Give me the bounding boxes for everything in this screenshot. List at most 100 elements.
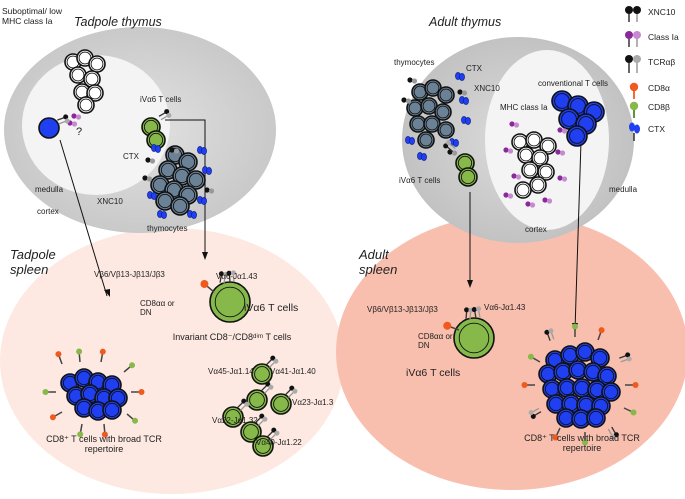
adult-ivalpha6-big-label: iVα6 T cells xyxy=(406,367,461,379)
invariant-t-cell xyxy=(270,393,292,415)
tadpole-medulla xyxy=(22,55,170,195)
tcr-receptor xyxy=(261,381,274,394)
adult-ctx-label: CTX xyxy=(466,64,482,73)
invariant-t-cell xyxy=(222,406,244,428)
tadpole-xnc10-label: XNC10 xyxy=(97,197,123,206)
slate-thymocyte xyxy=(170,196,190,216)
legend xyxy=(625,6,641,141)
cd8b-legend-icon xyxy=(629,101,639,118)
ctx-molecule xyxy=(197,196,207,205)
ctx-molecule xyxy=(187,210,197,219)
slate-thymocyte xyxy=(434,103,452,121)
tcr-receptor xyxy=(528,407,542,419)
class-ia-molecule xyxy=(542,197,553,204)
white-thymocyte xyxy=(83,70,101,88)
cd8-molecule xyxy=(582,432,588,446)
legend-label-xnc10: XNC10 xyxy=(648,7,676,17)
white-thymocyte xyxy=(521,161,539,179)
cd8-molecule xyxy=(131,389,145,395)
adult-ivalpha6-label: iVα6 T cells xyxy=(399,176,441,185)
tadpole-cd8-cells-label: CD8⁺ T cells with broad TCR repertoire xyxy=(46,434,162,455)
invariant-cell-label-1: Vα45-Jα1.14 xyxy=(208,367,254,376)
class-ia-molecule xyxy=(557,127,568,134)
adult-cd8aa-label: CD8αα or DN xyxy=(418,332,453,351)
invariant-cell-label-4: Vα22-Jα1.32 xyxy=(212,416,258,425)
cd8-molecule xyxy=(625,382,639,388)
class-ia-molecule xyxy=(71,113,82,120)
legend-label-ctx: CTX xyxy=(648,124,665,134)
cd8-t-cell xyxy=(102,400,122,420)
ctx-molecule xyxy=(455,72,465,81)
class-ia-molecule xyxy=(503,192,514,199)
adult-xnc10-label: XNC10 xyxy=(474,84,500,93)
ctx-molecule xyxy=(147,191,157,200)
class-ia-molecule xyxy=(557,175,568,182)
white-thymocyte xyxy=(77,96,95,114)
xnc10-molecule xyxy=(169,147,180,154)
ivalpha6-spleen-cell xyxy=(453,317,495,359)
cd8-t-cell xyxy=(586,408,606,428)
tcr-receptor xyxy=(471,306,482,319)
cd8a-molecule xyxy=(443,321,460,331)
adult-thymocytes-label: thymocytes xyxy=(394,58,435,67)
cd8-molecule xyxy=(101,423,108,438)
white-thymocyte xyxy=(86,84,104,102)
invariant-t-cell xyxy=(251,363,273,385)
question-mark: ? xyxy=(76,126,83,138)
cd8-molecule xyxy=(42,389,56,395)
cd8-molecule xyxy=(123,362,136,373)
class-ia-molecule xyxy=(503,147,514,154)
suboptimal-mhc-label: Suboptimal/ low MHC class Ia xyxy=(2,6,63,27)
xnc10-molecule xyxy=(145,157,156,164)
cd8-molecule xyxy=(126,413,139,424)
invariant-cell-label-3: Vα23-Jα1.3 xyxy=(292,398,334,407)
invariant-t-cell xyxy=(246,389,268,411)
xnc10-molecule xyxy=(457,89,468,96)
white-thymocyte xyxy=(539,137,557,155)
tcr-receptor xyxy=(57,114,70,125)
xnc10-molecule xyxy=(142,175,153,182)
cd8-t-cell xyxy=(601,382,621,402)
tadpole-blue-t-cell xyxy=(38,117,60,139)
tadpole-cd8aa-label: CD8αα or DN xyxy=(140,299,175,318)
tadpole-valpha6-label: Vα6-Jα1.43 xyxy=(216,272,258,281)
cd8-molecule xyxy=(597,327,605,341)
white-thymocyte xyxy=(537,163,555,181)
cd8-molecule xyxy=(572,323,578,337)
adult-vbeta-label: Vβ6/Vβ13-Jβ13/Jβ3 xyxy=(367,305,438,314)
adult-mhc-label: MHC class Ia xyxy=(500,103,548,112)
tcr-receptor xyxy=(544,328,555,341)
cd8-t-cell xyxy=(556,408,576,428)
tcr-receptor xyxy=(619,352,632,363)
cd8-molecule xyxy=(76,348,83,363)
invariant-t-cell xyxy=(240,421,262,443)
tcr-receptor xyxy=(464,307,474,320)
tcr-receptor xyxy=(285,385,298,398)
xnc10-molecule xyxy=(401,97,412,104)
cd8a-legend-icon xyxy=(629,82,639,99)
ivalpha6-cell xyxy=(458,167,478,187)
adult-medulla-label: medulla xyxy=(609,185,638,194)
slate-thymocyte xyxy=(186,170,206,190)
cd8-molecule xyxy=(521,382,535,388)
legend-label-cd8a: CD8α xyxy=(648,83,670,93)
cd8-molecule xyxy=(49,411,63,421)
tcr-receptor xyxy=(237,398,250,411)
cd8a-molecule xyxy=(200,279,215,293)
legend-label-cd8b: CD8β xyxy=(648,102,670,112)
slate-thymocyte xyxy=(417,131,435,149)
class-ia-legend-icon xyxy=(625,31,641,47)
conventional-t-cell xyxy=(566,125,588,147)
ctx-molecule xyxy=(461,116,471,125)
slate-thymocyte xyxy=(437,86,455,104)
adult-cd8-cells-label: CD8⁺ T cells with broad TCR repertoire xyxy=(524,433,640,454)
cd8-molecule xyxy=(77,423,84,438)
tcr-receptor xyxy=(266,355,279,368)
slate-thymocyte xyxy=(437,121,455,139)
ctx-molecule xyxy=(157,210,167,219)
ctx-molecule xyxy=(459,96,469,105)
tadpole-ivalpha6-label: iVα6 T cells xyxy=(140,95,182,104)
tcr-receptor xyxy=(607,426,619,440)
ctx-molecule xyxy=(197,146,207,155)
